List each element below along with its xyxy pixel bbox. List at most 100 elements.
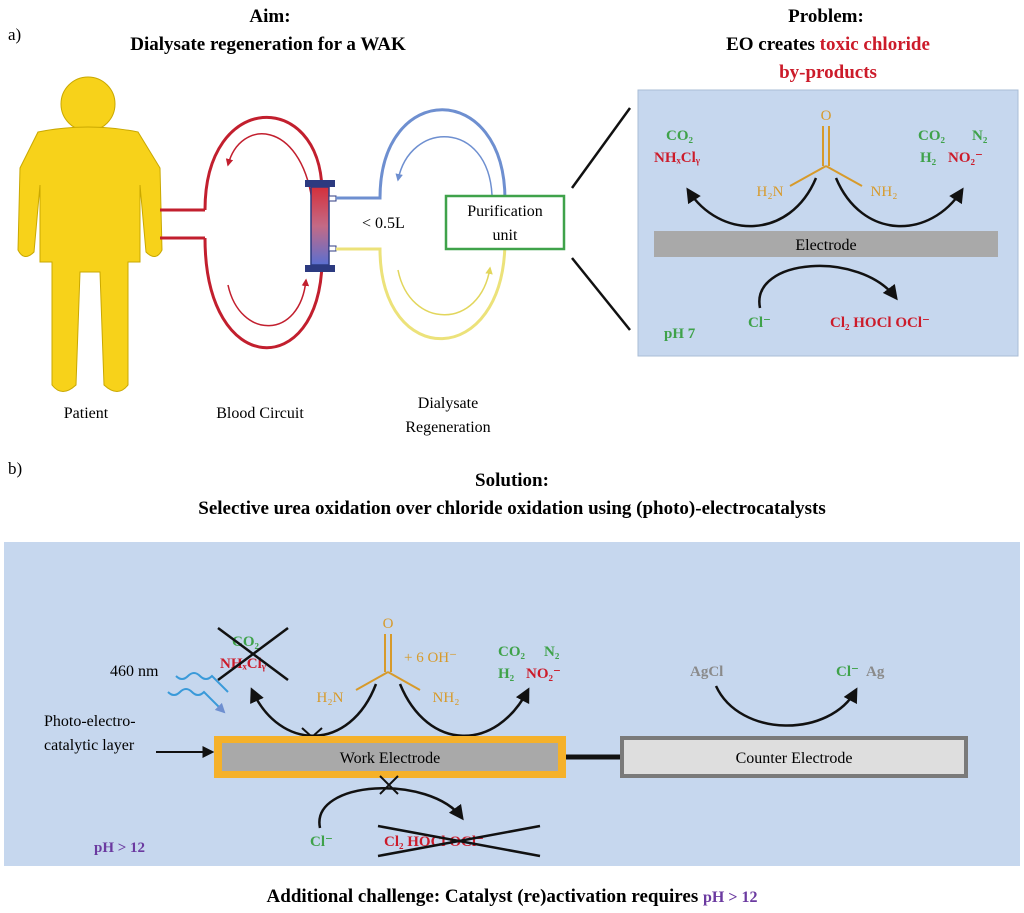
dialyzer [305,180,337,272]
inset-urea-arrows [686,177,964,228]
solution-urea-left-bond [355,671,389,691]
inset-right-h2: H₂ [920,150,937,166]
light-wave-2 [167,688,226,714]
solution-right-co2: CO₂ [498,644,526,660]
solution-panel [4,542,1020,866]
inset-right-n2: N₂ [972,128,988,144]
solution-urea-h2n: H₂N [317,690,344,706]
solution-oh-label: + 6 OH⁻ [404,650,457,666]
solution-urea: O H₂N NH₂ + 6 OH⁻ [317,616,460,706]
blood-circuit-label: Blood Circuit [216,405,304,422]
problem-text-plain: EO creates [726,34,815,55]
problem-text-toxic: toxic chloride [820,34,930,55]
challenge-text-main: Additional challenge: Catalyst (re)activ… [267,886,699,907]
dialyzer-port-bottom [328,245,337,252]
panel-a-label: a) [8,25,21,44]
wavelength-label: 460 nm [110,663,159,680]
solution-products-cross [377,824,541,858]
light-wave-1 [175,672,229,693]
inset-electrode [654,231,998,257]
solution-urea-nh2: NH₂ [433,690,460,706]
solution-right-no2: NO₂⁻ [526,666,561,682]
inset-urea-nh2: NH₂ [871,184,898,200]
dialysate-arrow-yellow [397,266,493,316]
agcl-label: AgCl [690,664,723,680]
dialysate-arrow-blue [395,135,493,196]
dialysate-label-2: Regeneration [405,419,490,436]
solution-right-n2: N₂ [544,644,560,660]
solution-left-nhxcly: NHₓClᵧ [220,656,267,672]
blood-loop-top [203,115,324,211]
dialyzer-body [310,186,330,266]
solution-cl-products: Cl₂ HOCl OCl⁻ [384,834,484,850]
dialyzer-cap-top [305,180,335,187]
dialysate-loop-blue [336,108,507,201]
counter-cl-minus: Cl⁻ [836,664,859,680]
problem-text-byproducts: by-products [779,62,877,83]
patient-head [60,76,116,132]
inset-cl-products: Cl₂ HOCl OCl⁻ [830,315,930,331]
dialysate-circuit [336,108,507,341]
challenge-text: Additional challenge: Catalyst (re)activ… [267,886,758,907]
inset-right-no2: NO₂⁻ [948,150,983,166]
inset-urea-right-bond [825,165,863,187]
solution-heading: Solution: [475,470,549,491]
inset-electrode-label: Electrode [795,237,856,254]
blood-arrow-lower [227,278,310,327]
solution-urea-o: O [383,616,394,632]
solution-ph: pH > 12 [94,840,145,856]
solution-left-cross [217,626,289,682]
inset-left-co2: CO₂ [666,128,694,144]
inset-right-co2: CO₂ [918,128,946,144]
blood-loop-bottom [203,237,324,349]
dialyzer-cap-bottom [305,265,335,272]
solution-arrow-right [398,683,530,737]
problem-heading: Problem: [788,6,864,27]
inset-urea-h2n: H₂N [757,184,784,200]
light-waves [167,672,229,714]
counter-electrode [620,736,968,778]
patient-label: Patient [64,405,109,422]
dialyzer-port-top [328,195,337,202]
layer-label-2: catalytic layer [44,737,135,754]
work-electrode [222,743,558,771]
challenge-ph: pH > 12 [703,889,757,906]
purification-unit-label-1: Purification [467,203,543,220]
counter-arrow [714,685,858,727]
inset-arrow-right [834,177,964,228]
purification-unit-label-2: unit [493,227,518,244]
inset-urea-o: O [821,108,832,124]
patient-figure [17,76,163,392]
inset-urea-left-bond [789,165,827,187]
solution-right-h2: H₂ [498,666,515,682]
inset-ph: pH 7 [664,326,696,342]
inset-left-nhxcly: NHₓClᵧ [654,150,701,166]
layer-label-1: Photo-electro- [44,713,136,730]
solution-cl-minus: Cl⁻ [310,834,333,850]
problem-text: EO creates toxic chloride [726,34,930,55]
purification-unit-box [444,194,566,251]
inset-urea: O H₂N NH₂ [757,108,898,200]
patient-body [17,126,163,392]
counter-electrode-label: Counter Electrode [736,750,853,767]
left-cross-line-2 [217,626,289,682]
zoom-line-bottom [571,257,631,331]
solution-urea-right-bond [387,671,421,691]
dialysate-loop-yellow [336,239,507,341]
inset-arrow-left [686,177,818,228]
inset-cl-minus: Cl⁻ [748,315,771,331]
blood-flow-arrows [225,133,313,327]
panel-b-label: b) [8,459,22,478]
dialysate-label-1: Dialysate [418,395,478,412]
solution-text: Selective urea oxidation over chloride o… [198,498,825,519]
solution-chloride-arrow-cross [379,775,399,795]
dialysate-flow-arrows [395,135,493,316]
volume-label: < 0.5L [362,215,405,232]
blood-circuit [160,115,324,349]
solution-left-co2: CO₂ [232,634,260,650]
zoom-line-top [570,107,632,189]
aim-heading: Aim: [249,6,290,27]
solution-chloride-arrow [318,787,464,829]
ag-label: Ag [866,664,885,680]
